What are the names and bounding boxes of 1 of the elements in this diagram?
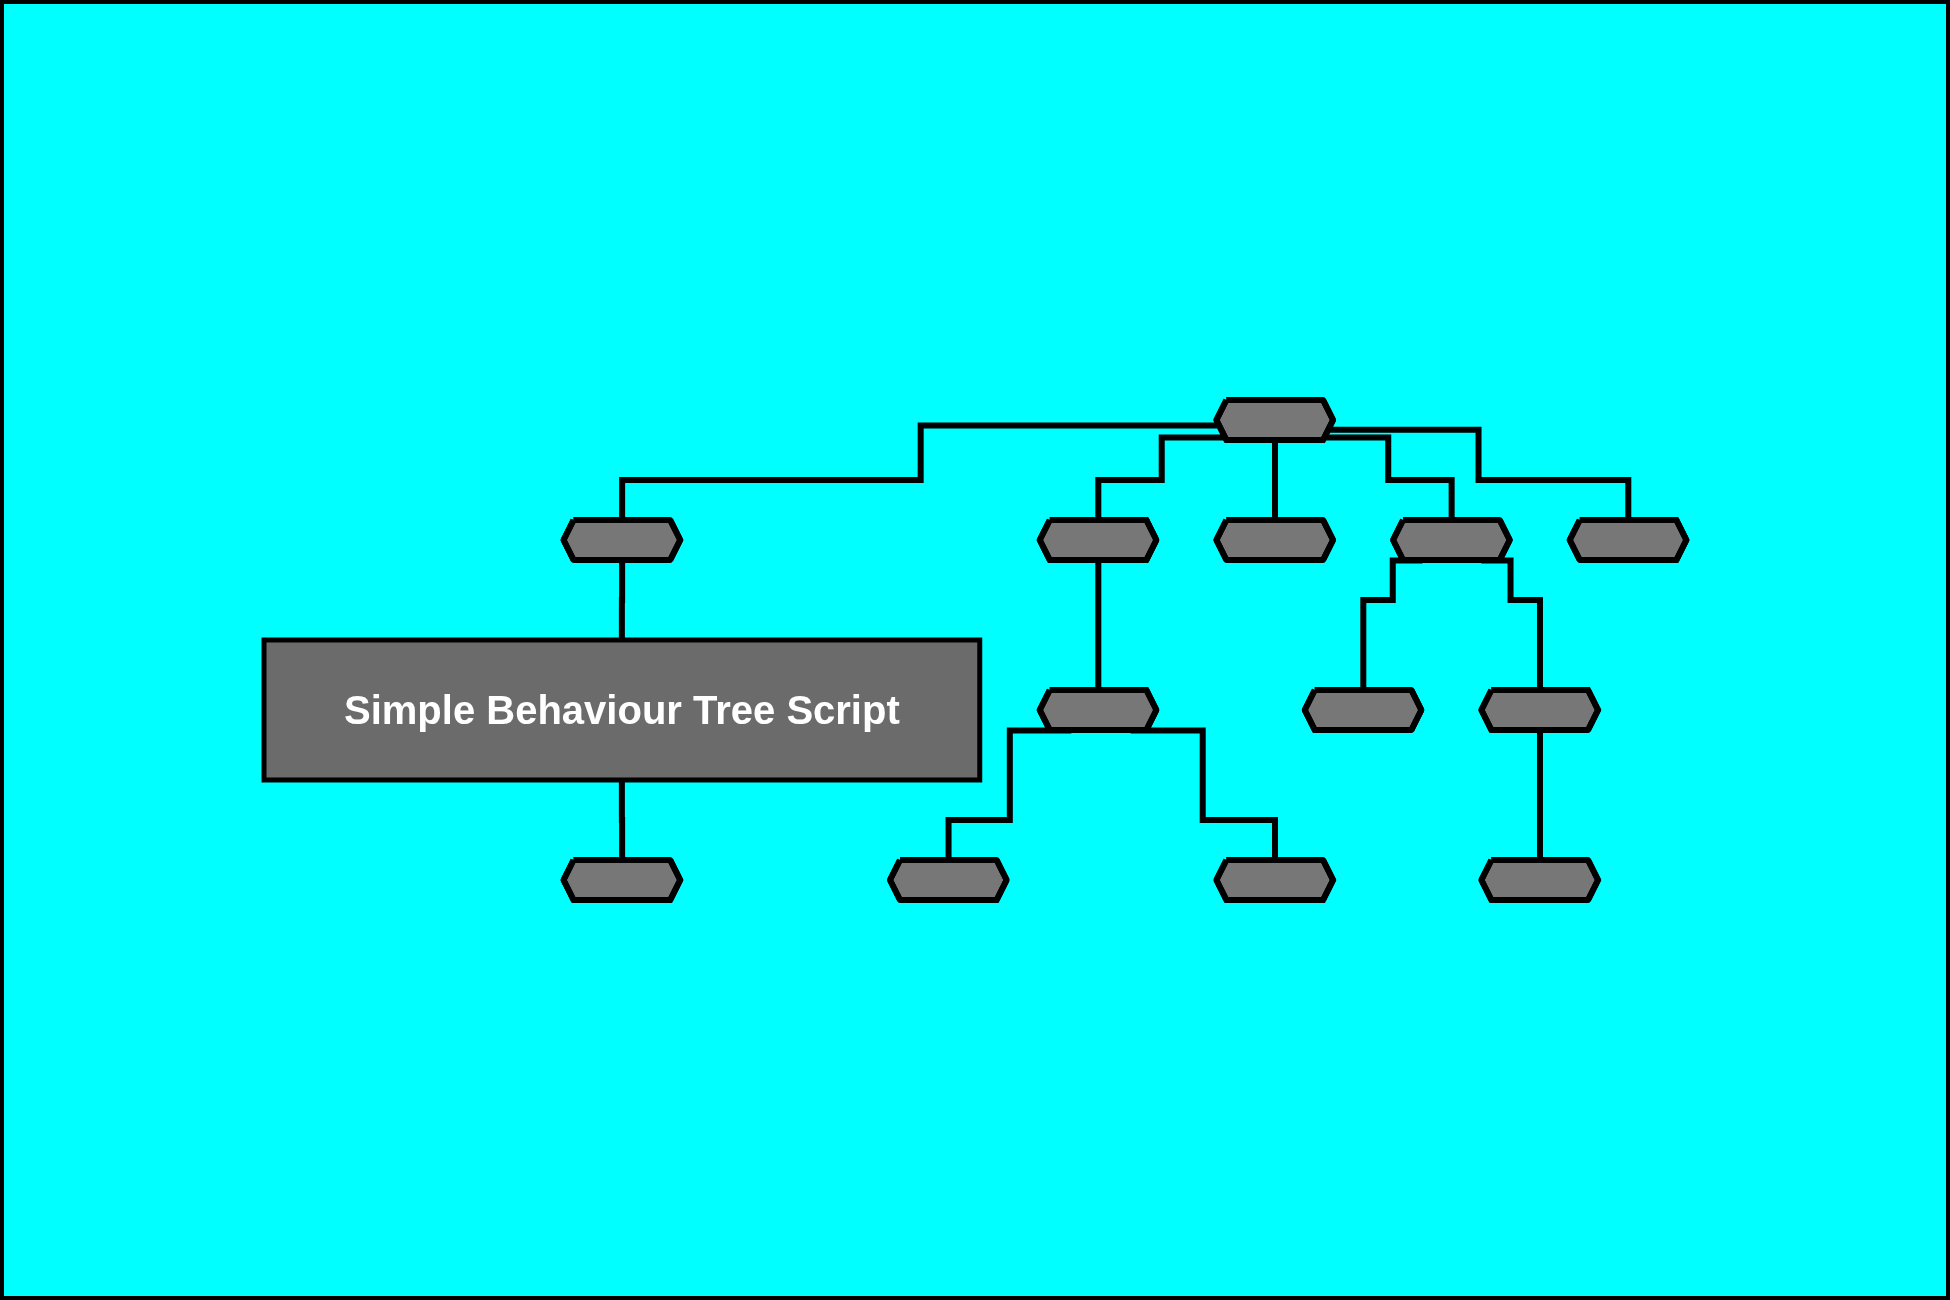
node-box: [261, 637, 983, 783]
